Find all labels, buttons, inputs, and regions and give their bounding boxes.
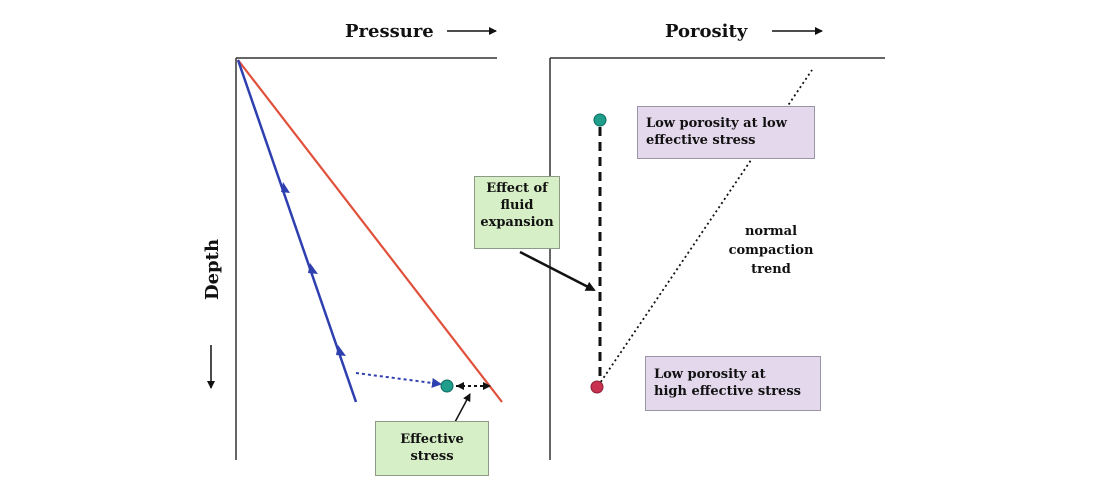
hydrostatic-line xyxy=(236,59,358,403)
trend-line-3: trend xyxy=(751,262,791,277)
low-stress-line-2: effective stress xyxy=(646,133,756,148)
arrow-head-icon xyxy=(456,382,464,390)
pressure-axis-label: Pressure xyxy=(345,21,434,42)
low-porosity-low-stress-box: Low porosity at low effective stress xyxy=(637,106,815,159)
effective-stress-pointer xyxy=(454,393,471,423)
normal-compaction-trend-label: normal compaction trend xyxy=(716,222,826,279)
arrow-head-icon xyxy=(281,182,290,193)
effective-stress-box: Effective stress xyxy=(375,421,489,476)
arrow-head-icon xyxy=(308,263,318,274)
teal-marker-left xyxy=(440,379,454,393)
red-marker xyxy=(590,380,604,394)
lithostatic-line xyxy=(237,59,503,403)
teal-marker-right xyxy=(593,113,607,127)
fluid-expansion-line-2: fluid xyxy=(500,198,534,213)
fluid-expansion-arrow xyxy=(519,250,596,292)
porosity-axis-label: Porosity xyxy=(665,21,748,42)
depth-axis-label: Depth xyxy=(202,239,223,300)
low-stress-line-1: Low porosity at low xyxy=(646,116,787,131)
effect-of-fluid-expansion-box: Effect of fluid expansion xyxy=(474,176,560,249)
high-stress-line-2: high effective stress xyxy=(654,384,801,399)
fluid-expansion-line-1: Effect of xyxy=(486,181,548,196)
low-porosity-high-stress-box: Low porosity at high effective stress xyxy=(645,356,821,411)
effective-stress-line-1: Effective xyxy=(400,432,464,447)
fluid-expansion-line-3: expansion xyxy=(480,215,554,230)
normal-compaction-trend-line xyxy=(597,69,813,387)
trend-line-2: compaction xyxy=(728,243,814,258)
arrow-head-icon xyxy=(336,345,346,356)
trend-line-1: normal xyxy=(744,224,798,239)
pressure-offset-line xyxy=(355,372,442,388)
effective-stress-line-2: stress xyxy=(410,449,454,464)
high-stress-line-1: Low porosity at xyxy=(654,367,766,382)
